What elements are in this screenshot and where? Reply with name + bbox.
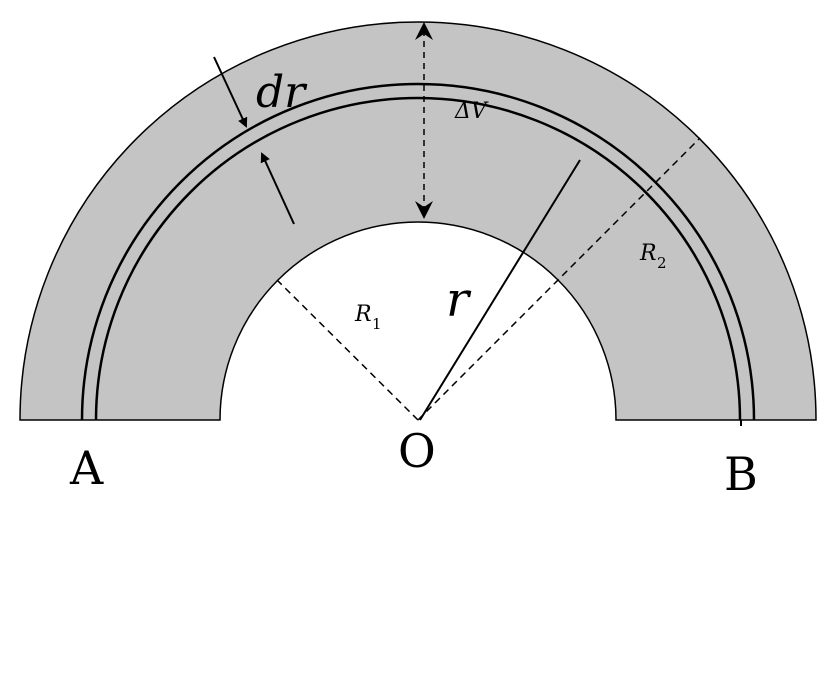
svg-text:R: R — [354, 302, 372, 327]
shell-region — [19, 21, 817, 421]
r-label: r — [446, 272, 472, 328]
r1-label: R 1 — [354, 302, 382, 333]
thin-shell-outer-arc — [80, 82, 756, 421]
dr-arrow-inner — [260, 152, 295, 225]
thin-shell-inner-arc — [94, 96, 742, 421]
svg-text:2: 2 — [657, 254, 667, 272]
r-radius-line — [419, 159, 581, 421]
r2-label: R 2 — [639, 241, 667, 272]
dr-arrow-outer — [213, 56, 248, 128]
delta-v-label: ΔV — [454, 99, 489, 124]
shell-width-arrowhead-top — [415, 22, 433, 40]
point-b-label: B — [724, 447, 758, 501]
r1-dashed-line — [276, 279, 419, 421]
point-a-label: A — [69, 441, 104, 495]
point-o-label: O — [398, 424, 436, 478]
shell-width-arrowhead-bottom — [415, 201, 433, 219]
svg-text:R: R — [639, 241, 657, 266]
svg-text:1: 1 — [372, 315, 382, 333]
dr-label: dr — [256, 67, 308, 118]
r2-dashed-line — [417, 137, 701, 421]
